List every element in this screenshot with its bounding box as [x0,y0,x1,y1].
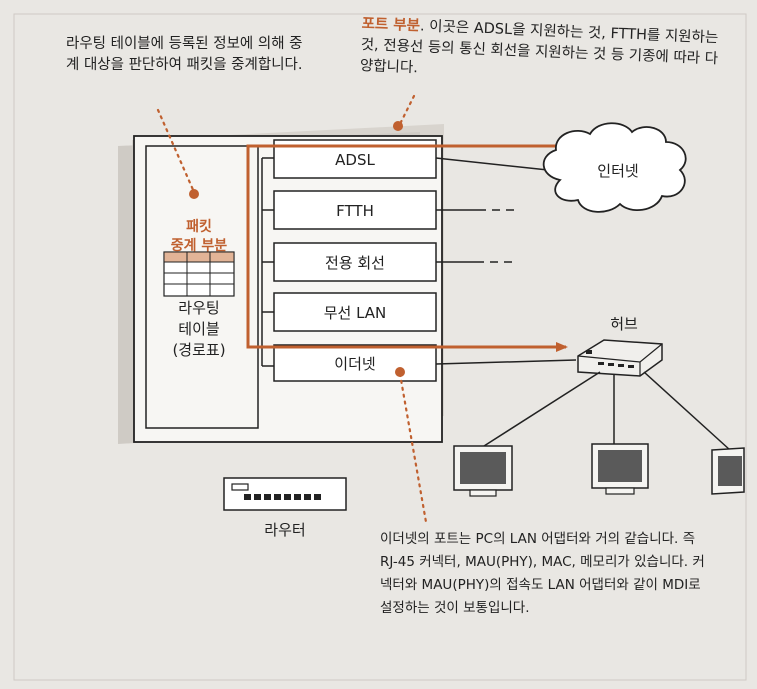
port-label-leased-line: 전용 회선 [325,254,385,272]
hub-links [483,371,731,451]
port-ftth: FTTH [273,190,437,230]
internet-label: 인터넷 [597,162,638,180]
routing-note: 라우팅 테이블에 등록된 정보에 의해 중계 대상을 판단하여 패킷을 중계합니… [66,36,303,73]
leader-dots [189,121,405,377]
internal-bus [261,157,274,367]
page-frame [13,13,747,681]
leader-lines [156,94,428,524]
hub-device: 허브 [577,315,663,377]
packet-relay-label-2: 중계 부분 [171,238,228,254]
port-label-ftth: FTTH [336,202,374,220]
pc-3 [711,447,745,495]
pc-2 [591,443,649,495]
port-label-adsl: ADSL [335,151,375,169]
router-device: 라우터 [223,477,347,539]
hub-label: 허브 [610,315,638,333]
port-label-wireless-lan: 무선 LAN [324,304,387,322]
routing-table-label-1: 라우팅 [178,299,219,317]
internet-cloud: 인터넷 [542,122,687,213]
routing-table-label-2: 테이블 [178,320,219,338]
routing-table-grid [163,251,235,297]
external-lines [435,157,577,365]
router-device-label: 라우터 [264,521,305,539]
routing-table-label-3: (경로표) [172,341,225,359]
port-ethernet: 이더넷 [273,344,437,382]
ethernet-note: 이더넷의 포트는 PC의 LAN 어댑터와 거의 같습니다. 즉 RJ-45 커… [380,531,705,616]
port-label-ethernet: 이더넷 [334,355,375,373]
relay-arrows [246,141,598,352]
pc-1 [453,445,513,497]
port-wireless-lan: 무선 LAN [273,292,437,332]
port-leased-line: 전용 회선 [273,242,437,282]
packet-relay-label-1: 패킷 [186,218,212,235]
port-note-highlight: 포트 부분 [361,15,421,35]
